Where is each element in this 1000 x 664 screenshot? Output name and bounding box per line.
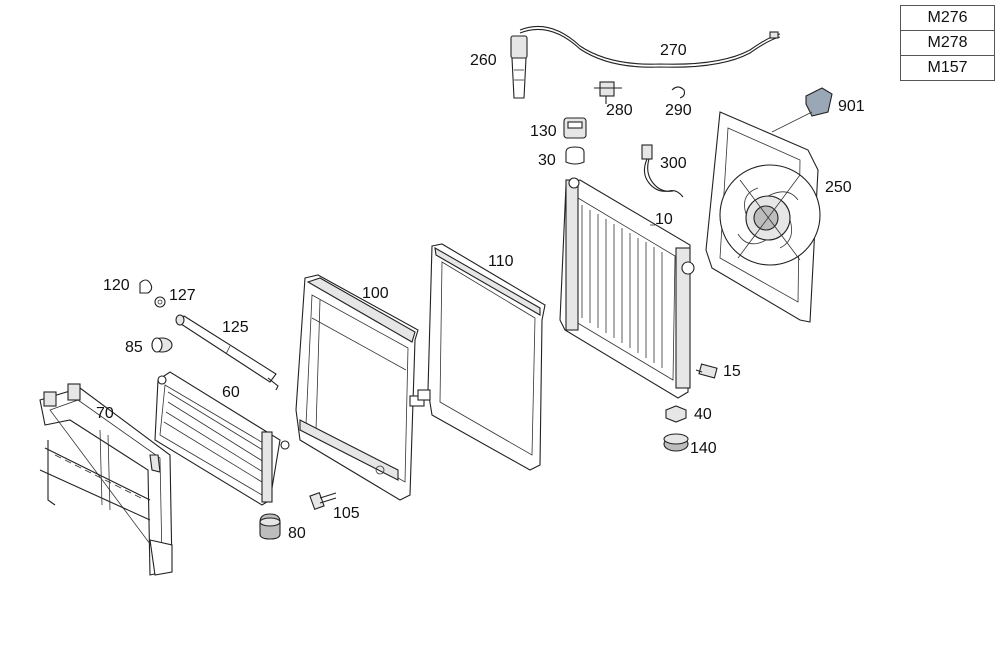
callout-130[interactable]: 130 <box>530 123 557 140</box>
callout-250[interactable]: 250 <box>825 179 852 196</box>
callout-901[interactable]: 901 <box>838 98 865 115</box>
callout-80[interactable]: 80 <box>288 525 306 542</box>
callout-10[interactable]: 10 <box>655 211 673 228</box>
part-290-clip[interactable] <box>671 86 686 99</box>
part-120-clip[interactable] <box>139 279 153 294</box>
callout-40[interactable]: 40 <box>694 406 712 423</box>
callout-270[interactable]: 270 <box>660 42 687 59</box>
part-85-cap[interactable] <box>151 337 173 353</box>
callout-300[interactable]: 300 <box>660 155 687 172</box>
part-300-harness[interactable] <box>641 144 684 198</box>
part-105-bolt[interactable] <box>309 492 337 510</box>
callout-100[interactable]: 100 <box>362 285 389 302</box>
callout-290[interactable]: 290 <box>665 102 692 119</box>
part-140-mount[interactable] <box>663 433 689 452</box>
part-260-sensor[interactable] <box>510 35 528 99</box>
callout-260[interactable]: 260 <box>470 52 497 69</box>
part-125-hose[interactable] <box>175 314 279 391</box>
callout-140[interactable]: 140 <box>690 440 717 457</box>
part-270-line[interactable] <box>519 25 781 68</box>
part-110-seal-frame[interactable] <box>417 243 546 471</box>
callout-30[interactable]: 30 <box>538 152 556 169</box>
part-15-temp-sensor[interactable] <box>695 363 718 379</box>
part-127-washer[interactable] <box>154 296 166 308</box>
part-10-radiator[interactable] <box>559 177 695 399</box>
callout-120[interactable]: 120 <box>103 277 130 294</box>
engine-variant-table: M276 M278 M157 <box>900 5 995 81</box>
part-40-bracket[interactable] <box>665 405 687 423</box>
callout-127[interactable]: 127 <box>169 287 196 304</box>
part-30-cap[interactable] <box>565 146 585 165</box>
callout-105[interactable]: 105 <box>333 505 360 522</box>
engine-variant-m276[interactable]: M276 <box>900 5 995 31</box>
part-130-relay[interactable] <box>563 117 587 139</box>
engine-variant-m157[interactable]: M157 <box>900 55 995 81</box>
part-60-oil-cooler[interactable] <box>154 371 290 506</box>
part-280-valve[interactable] <box>594 81 622 104</box>
part-100-condenser[interactable] <box>295 274 425 501</box>
callout-15[interactable]: 15 <box>723 363 741 380</box>
part-80-grommet[interactable] <box>259 513 281 540</box>
callout-280[interactable]: 280 <box>606 102 633 119</box>
callout-125[interactable]: 125 <box>222 319 249 336</box>
engine-variant-m278[interactable]: M278 <box>900 30 995 56</box>
callout-85[interactable]: 85 <box>125 339 143 356</box>
part-901-bracket[interactable] <box>771 87 833 133</box>
callout-70[interactable]: 70 <box>96 405 114 422</box>
part-250-fan-shroud[interactable] <box>705 111 821 323</box>
callout-110[interactable]: 110 <box>488 253 514 270</box>
callout-60[interactable]: 60 <box>222 384 240 401</box>
part-70-front-carrier[interactable] <box>39 383 173 576</box>
